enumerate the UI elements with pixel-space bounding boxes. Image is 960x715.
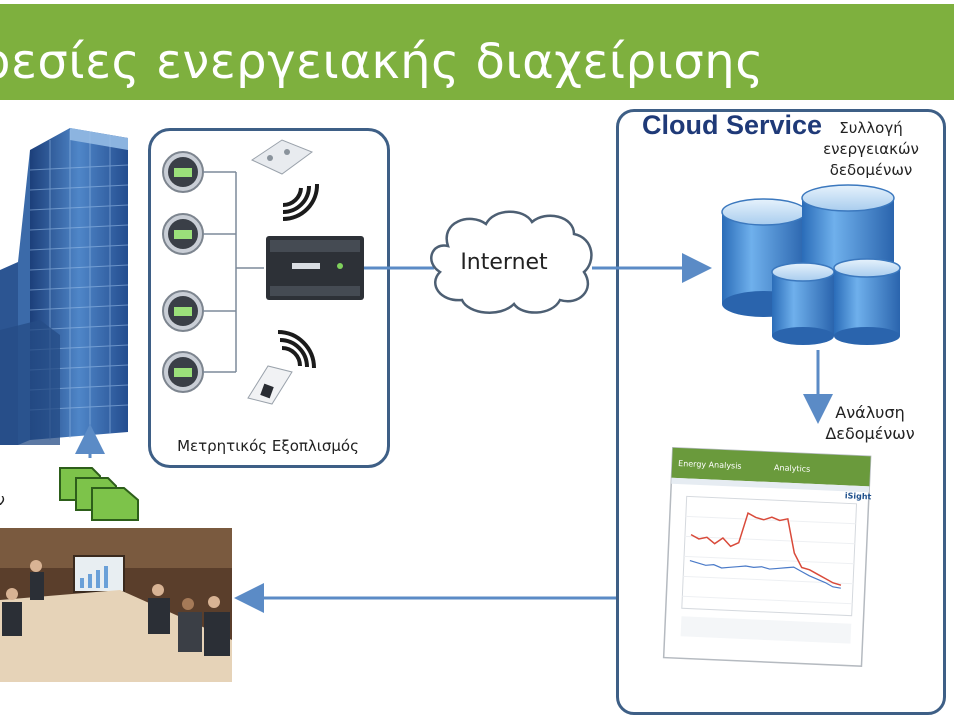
occupancy-sensor-icon — [247, 330, 316, 405]
dashboard-series-red — [690, 511, 842, 586]
collect-label-line-3: δεδομένων — [829, 161, 913, 179]
internet-cloud-shape — [430, 210, 593, 314]
electric-meter-icons — [162, 151, 204, 393]
collect-label-line-1: Συλλογή — [839, 119, 903, 137]
metering-box — [148, 128, 390, 468]
building-image — [0, 128, 129, 445]
meeting-room-photo — [0, 528, 232, 682]
controller-device-icon — [266, 236, 364, 300]
dashboard-brand: Analytics — [774, 463, 811, 474]
meter-connector-lines — [203, 171, 264, 373]
dashboard-title: Energy Analysis — [678, 459, 742, 471]
internet-label: Internet — [460, 250, 548, 275]
database-icons — [721, 184, 901, 345]
analysis-label-line-1: Ανάλυση — [835, 403, 905, 422]
cloud-service-title: Cloud Service — [642, 110, 823, 140]
analytics-dashboard-image: Energy Analysis Analytics iSight — [662, 446, 872, 667]
left-text-fragment: ν — [0, 490, 5, 509]
page-title: ρεσίες ενεργειακής διαχείρισης — [0, 34, 764, 90]
metering-label: Μετρητικός Εξοπλισμός — [177, 437, 359, 455]
diagram-graphics: Energy Analysis Analytics iSight — [0, 128, 901, 682]
title-bar: ρεσίες ενεργειακής διαχείρισης — [0, 4, 954, 100]
document-stack-icon — [59, 467, 139, 521]
dashboard-logo: iSight — [845, 491, 872, 501]
analysis-label-line-2: Δεδομένων — [825, 424, 915, 443]
wireless-sensor-icon — [250, 139, 320, 221]
dashboard-series-blue — [689, 560, 841, 589]
collect-label-line-2: ενεργειακών — [823, 140, 919, 158]
